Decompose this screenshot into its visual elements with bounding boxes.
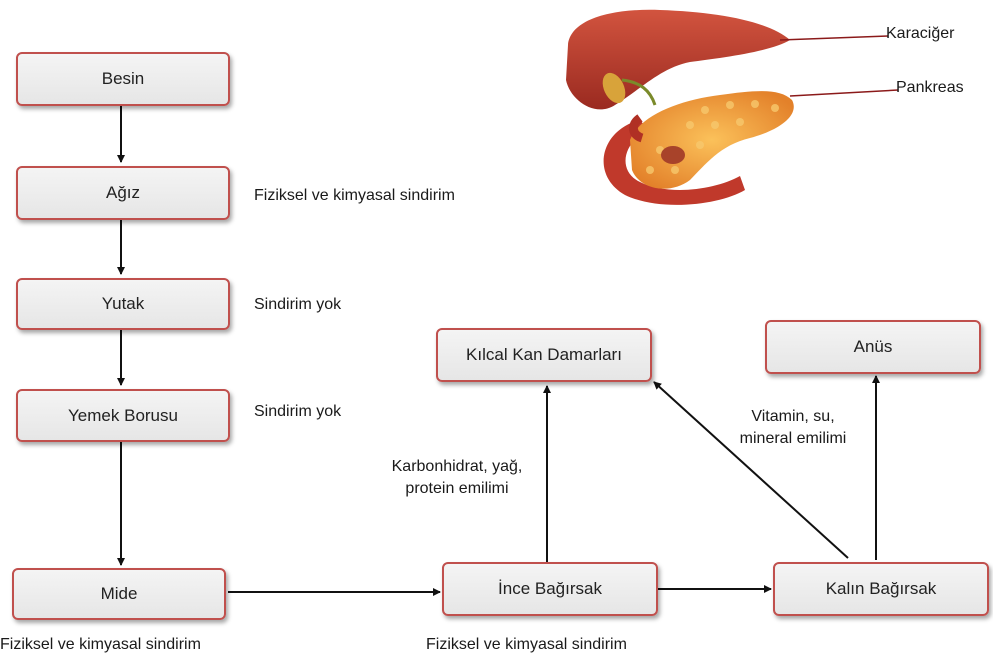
annotation-yemek-borusu: Sindirim yok: [254, 403, 341, 421]
box-yutak: Yutak: [16, 278, 230, 330]
box-kilcal-kan-damarlari: Kılcal Kan Damarları: [436, 328, 652, 382]
box-agiz: Ağız: [16, 166, 230, 220]
annotation-absorption-small-line2: protein emilimi: [372, 480, 542, 498]
annotation-absorption-large-line1: Vitamin, su,: [718, 408, 868, 426]
box-ince-bagirsak: İnce Bağırsak: [442, 562, 658, 616]
box-kalin-bagirsak: Kalın Bağırsak: [773, 562, 989, 616]
box-mide: Mide: [12, 568, 226, 620]
box-besin: Besin: [16, 52, 230, 106]
annotation-absorption-small-line1: Karbonhidrat, yağ,: [372, 458, 542, 476]
box-anus: Anüs: [765, 320, 981, 374]
annotation-mide: Fiziksel ve kimyasal sindirim: [0, 636, 201, 654]
annotation-absorption-large: Vitamin, su, mineral emilimi: [718, 408, 868, 448]
annotation-absorption-large-line2: mineral emilimi: [718, 430, 868, 448]
box-yemek-borusu: Yemek Borusu: [16, 389, 230, 442]
annotation-ince-bagirsak: Fiziksel ve kimyasal sindirim: [426, 636, 627, 654]
annotation-agiz: Fiziksel ve kimyasal sindirim: [254, 187, 455, 205]
annotation-absorption-small: Karbonhidrat, yağ, protein emilimi: [372, 458, 542, 498]
annotation-yutak: Sindirim yok: [254, 296, 341, 314]
